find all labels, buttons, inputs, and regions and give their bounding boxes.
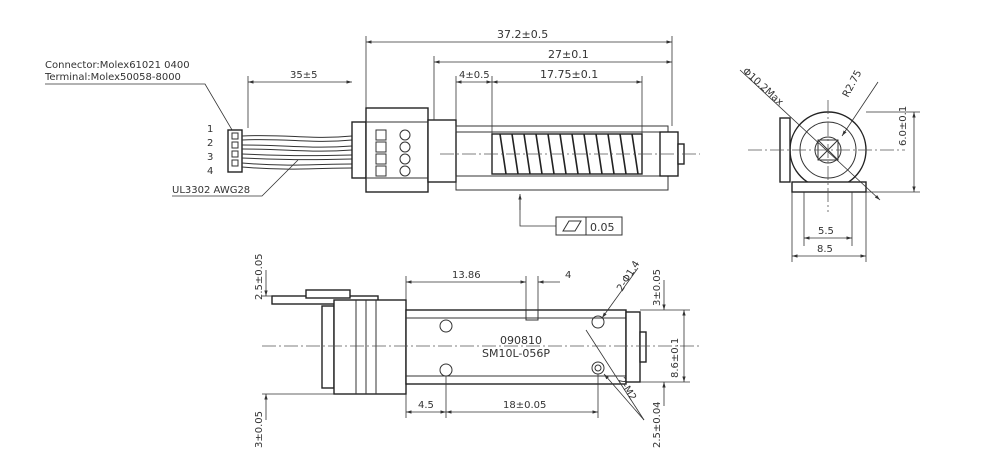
dim-mid-length: 13.86	[452, 270, 481, 281]
dim-hole-dia: 2-Φ1.4	[615, 259, 642, 293]
dim-small-width: 4	[565, 270, 571, 281]
flatness-symbol	[562, 220, 582, 232]
part-code: 090810	[500, 334, 542, 347]
center-slot	[525, 309, 539, 321]
frame-rail-bottom	[455, 175, 669, 191]
mounting-holes	[439, 315, 605, 377]
dim-top-offset: 2.5±0.05	[254, 253, 265, 300]
side-view: Φ10.2Max R2.75 6.0±0.1 5.5 8.5	[739, 66, 920, 262]
lead-wires	[241, 135, 353, 170]
wire-note: UL3302 AWG28	[172, 185, 250, 196]
pin-number-1: 1	[207, 124, 213, 135]
frame-end	[625, 311, 641, 383]
dim-screw-offset: 4±0.5	[459, 70, 490, 81]
motor-end-cap	[351, 121, 367, 179]
dim-rail-length: 18±0.05	[503, 400, 546, 411]
top-view: Connector:Molex61021 0400 Terminal:Molex…	[44, 28, 700, 236]
dim-outer-diameter: Φ10.2Max	[740, 66, 785, 108]
dim-screw-span: 27±0.1	[548, 48, 589, 61]
flatness-value: 0.05	[590, 221, 615, 234]
dim-hole-pitch: 8.6±0.1	[670, 338, 681, 378]
pin-number-4: 4	[207, 166, 213, 177]
connector-pins	[231, 132, 239, 167]
dim-bottom-offset: 3±0.05	[254, 411, 265, 448]
motor-terminals	[375, 129, 411, 177]
wire-leader-line	[172, 159, 299, 197]
flatness-frame	[555, 216, 623, 236]
model-number: SM10L-056P	[482, 347, 550, 360]
dim-radius: R2.75	[841, 68, 864, 99]
dim-thread-length: 17.75±0.1	[540, 68, 598, 81]
dim-height: 6.0±0.1	[898, 106, 909, 146]
dim-overall-length: 37.2±0.5	[497, 28, 548, 41]
frame-rail-top	[455, 125, 669, 133]
dim-hole-top: 3±0.05	[652, 269, 663, 306]
pin-number-2: 2	[207, 138, 213, 149]
connector-leader-line	[45, 83, 236, 136]
motor-collar	[427, 119, 457, 183]
bottom-motor-body	[333, 299, 407, 395]
dim-hole-bottom: 2.5±0.04	[652, 401, 663, 448]
pin-numbers: 1 2 3 4	[207, 124, 213, 177]
pin-number-3: 3	[207, 152, 213, 163]
connector-note: Connector:Molex61021 0400	[45, 60, 190, 71]
dim-slot-width: 5.5	[818, 226, 834, 237]
terminal-note-text: Terminal:Molex50058-8000	[44, 72, 181, 83]
bottom-view: 090810 SM10L-056P 2.5±0.05 3±0.05 13.86 …	[254, 253, 700, 448]
frame-plate	[405, 309, 627, 385]
dim-base-width: 8.5	[817, 244, 833, 255]
bottom-motor-cap	[321, 305, 335, 389]
dim-left-gap: 4.5	[418, 400, 434, 411]
side-view-base	[791, 181, 867, 193]
dim-wire-length: 35±5	[290, 70, 317, 81]
motor-body	[365, 107, 429, 193]
